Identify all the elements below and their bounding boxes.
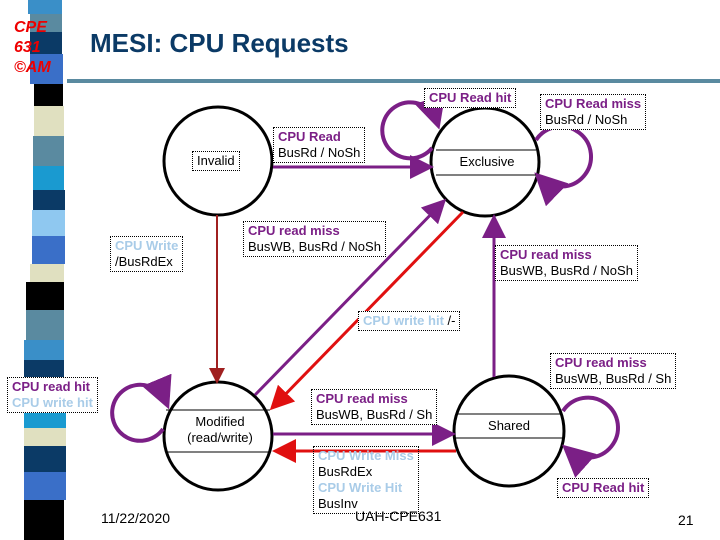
state-modified-label: Modified (read/write) [187,414,253,445]
label-shared-read-miss: CPU read miss BusWB, BusRd / Sh [550,353,677,389]
loop-exclusive-read-miss [534,124,593,207]
footer-course: UAH-CPE631 [355,508,442,524]
state-shared-label: Shared [488,418,530,433]
label-shared-read-hit: CPU Read hit [557,478,650,498]
state-invalid-label: Invalid [192,151,240,171]
label-exclusive-read-miss: CPU Read miss BusRd / NoSh [540,94,647,130]
label-invalid-to-exclusive: CPU Read BusRd / NoSh [273,127,366,163]
page-number: 21 [678,512,694,528]
title-rule [67,79,720,83]
label-modified-self: CPU read hit CPU write hit [7,377,98,413]
label-shared-to-modified: CPU Write Miss BusRdEx CPU Write Hit Bus… [313,446,419,514]
slide-title: MESI: CPU Requests [90,28,349,58]
loop-modified-self [110,373,172,443]
label-shared-to-exclusive: CPU read miss BusWB, BusRd / NoSh [495,245,638,281]
label-exclusive-to-modified: CPU write hit /- [358,311,461,331]
logo: CPE 631 ©AM [14,19,51,76]
label-exclusive-read-hit: CPU Read hit [424,88,517,108]
footer-date: 11/22/2020 [101,510,171,526]
state-exclusive-label: Exclusive [459,154,515,169]
label-modified-to-exclusive: CPU read miss BusWB, BusRd / NoSh [243,221,386,257]
arrow-exclusive-to-modified [269,210,465,411]
label-modified-to-shared: CPU read miss BusWB, BusRd / Sh [311,389,438,425]
loop-shared-read-hit [561,395,620,478]
arrow-modified-to-exclusive [253,198,447,397]
label-invalid-to-modified: CPU Write /BusRdEx [110,236,184,272]
loop-exclusive-read-hit [380,94,446,161]
